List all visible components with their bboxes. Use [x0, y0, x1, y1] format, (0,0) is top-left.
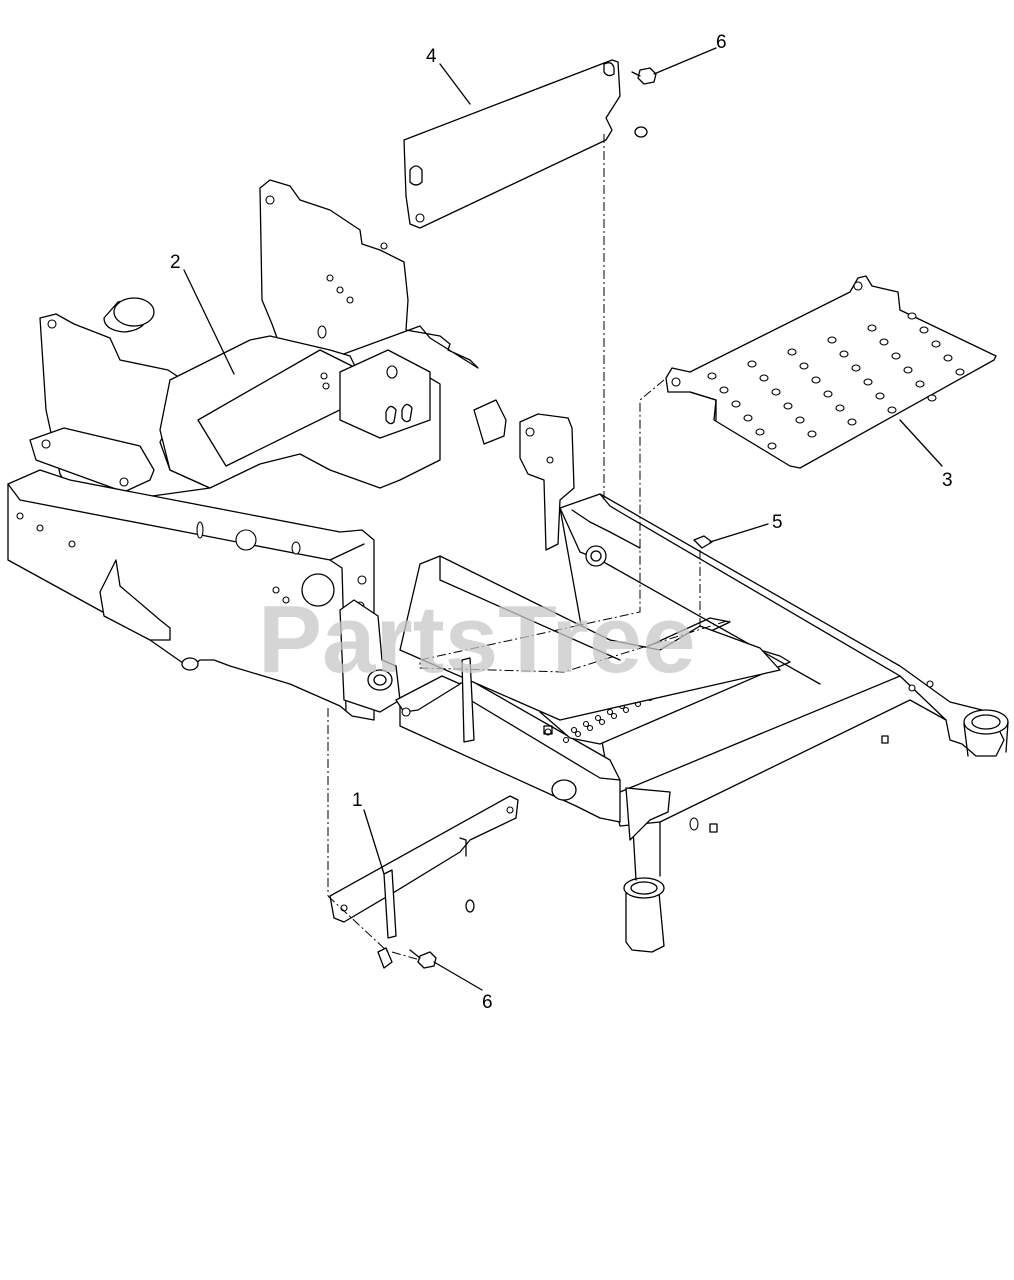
callout-5: 5 [772, 512, 783, 533]
plate-hole [875, 392, 885, 400]
callout-1: 1 [352, 790, 363, 811]
plate-hole [823, 390, 833, 398]
plate-hole [887, 406, 897, 414]
plate-hole [943, 354, 953, 362]
callout-6-lower: 6 [482, 992, 493, 1013]
callout-labels: 4 6 2 3 5 1 6 [170, 32, 953, 1013]
upper-frame-part-2[interactable] [7, 179, 575, 743]
plate-hole [847, 418, 857, 426]
callout-2: 2 [170, 252, 181, 273]
leader-lines [183, 47, 943, 991]
partstree-watermark: PartsTree [258, 586, 696, 693]
plate-hole [851, 364, 861, 372]
plate-hole [795, 416, 805, 424]
plate-hole [771, 388, 781, 396]
strip-hole [586, 724, 594, 732]
plate-hole [807, 430, 817, 438]
plate-hole [755, 428, 765, 436]
plate-hole [719, 386, 729, 394]
plate-hole [827, 336, 837, 344]
plate-hole [903, 366, 913, 374]
plate-hole [707, 372, 717, 380]
floor-plate-part-3[interactable] [665, 275, 997, 469]
cover-plate-part-4[interactable] [403, 59, 621, 229]
bolt-part-6-lower[interactable] [409, 949, 437, 969]
plate-hole [759, 374, 769, 382]
plate-hole [919, 326, 929, 334]
rod-bracket-part-1[interactable] [329, 795, 519, 969]
plate-hole [879, 338, 889, 346]
strip-hole [594, 714, 602, 722]
callout-6-upper: 6 [716, 32, 727, 53]
strip-hole [598, 718, 606, 726]
plate-hole [931, 340, 941, 348]
bolt-part-6-upper[interactable] [631, 67, 657, 138]
plate-hole [955, 368, 965, 376]
plate-hole [839, 350, 849, 358]
strip-hole [582, 720, 590, 728]
plate-hole [915, 380, 925, 388]
strip-hole [574, 730, 582, 738]
plate-hole [799, 362, 809, 370]
strip-hole [610, 712, 618, 720]
plate-hole [787, 348, 797, 356]
plate-hole [927, 394, 937, 402]
plate-hole [743, 414, 753, 422]
plate-hole [747, 360, 757, 368]
callout-4: 4 [426, 46, 437, 67]
plate-hole [835, 404, 845, 412]
strip-hole [562, 736, 570, 744]
callout-3: 3 [942, 470, 953, 491]
plate-hole [863, 378, 873, 386]
plate-hole [811, 376, 821, 384]
strip-hole [606, 708, 614, 716]
strip-hole [570, 726, 578, 734]
main-frame [399, 493, 1009, 953]
plate-hole [907, 312, 917, 320]
strip-hole [622, 706, 630, 714]
plate-hole [891, 352, 901, 360]
plate-hole [731, 400, 741, 408]
plate-hole [767, 442, 777, 450]
alignment-lines [327, 134, 731, 961]
plate-hole [783, 402, 793, 410]
plate-hole [867, 324, 877, 332]
